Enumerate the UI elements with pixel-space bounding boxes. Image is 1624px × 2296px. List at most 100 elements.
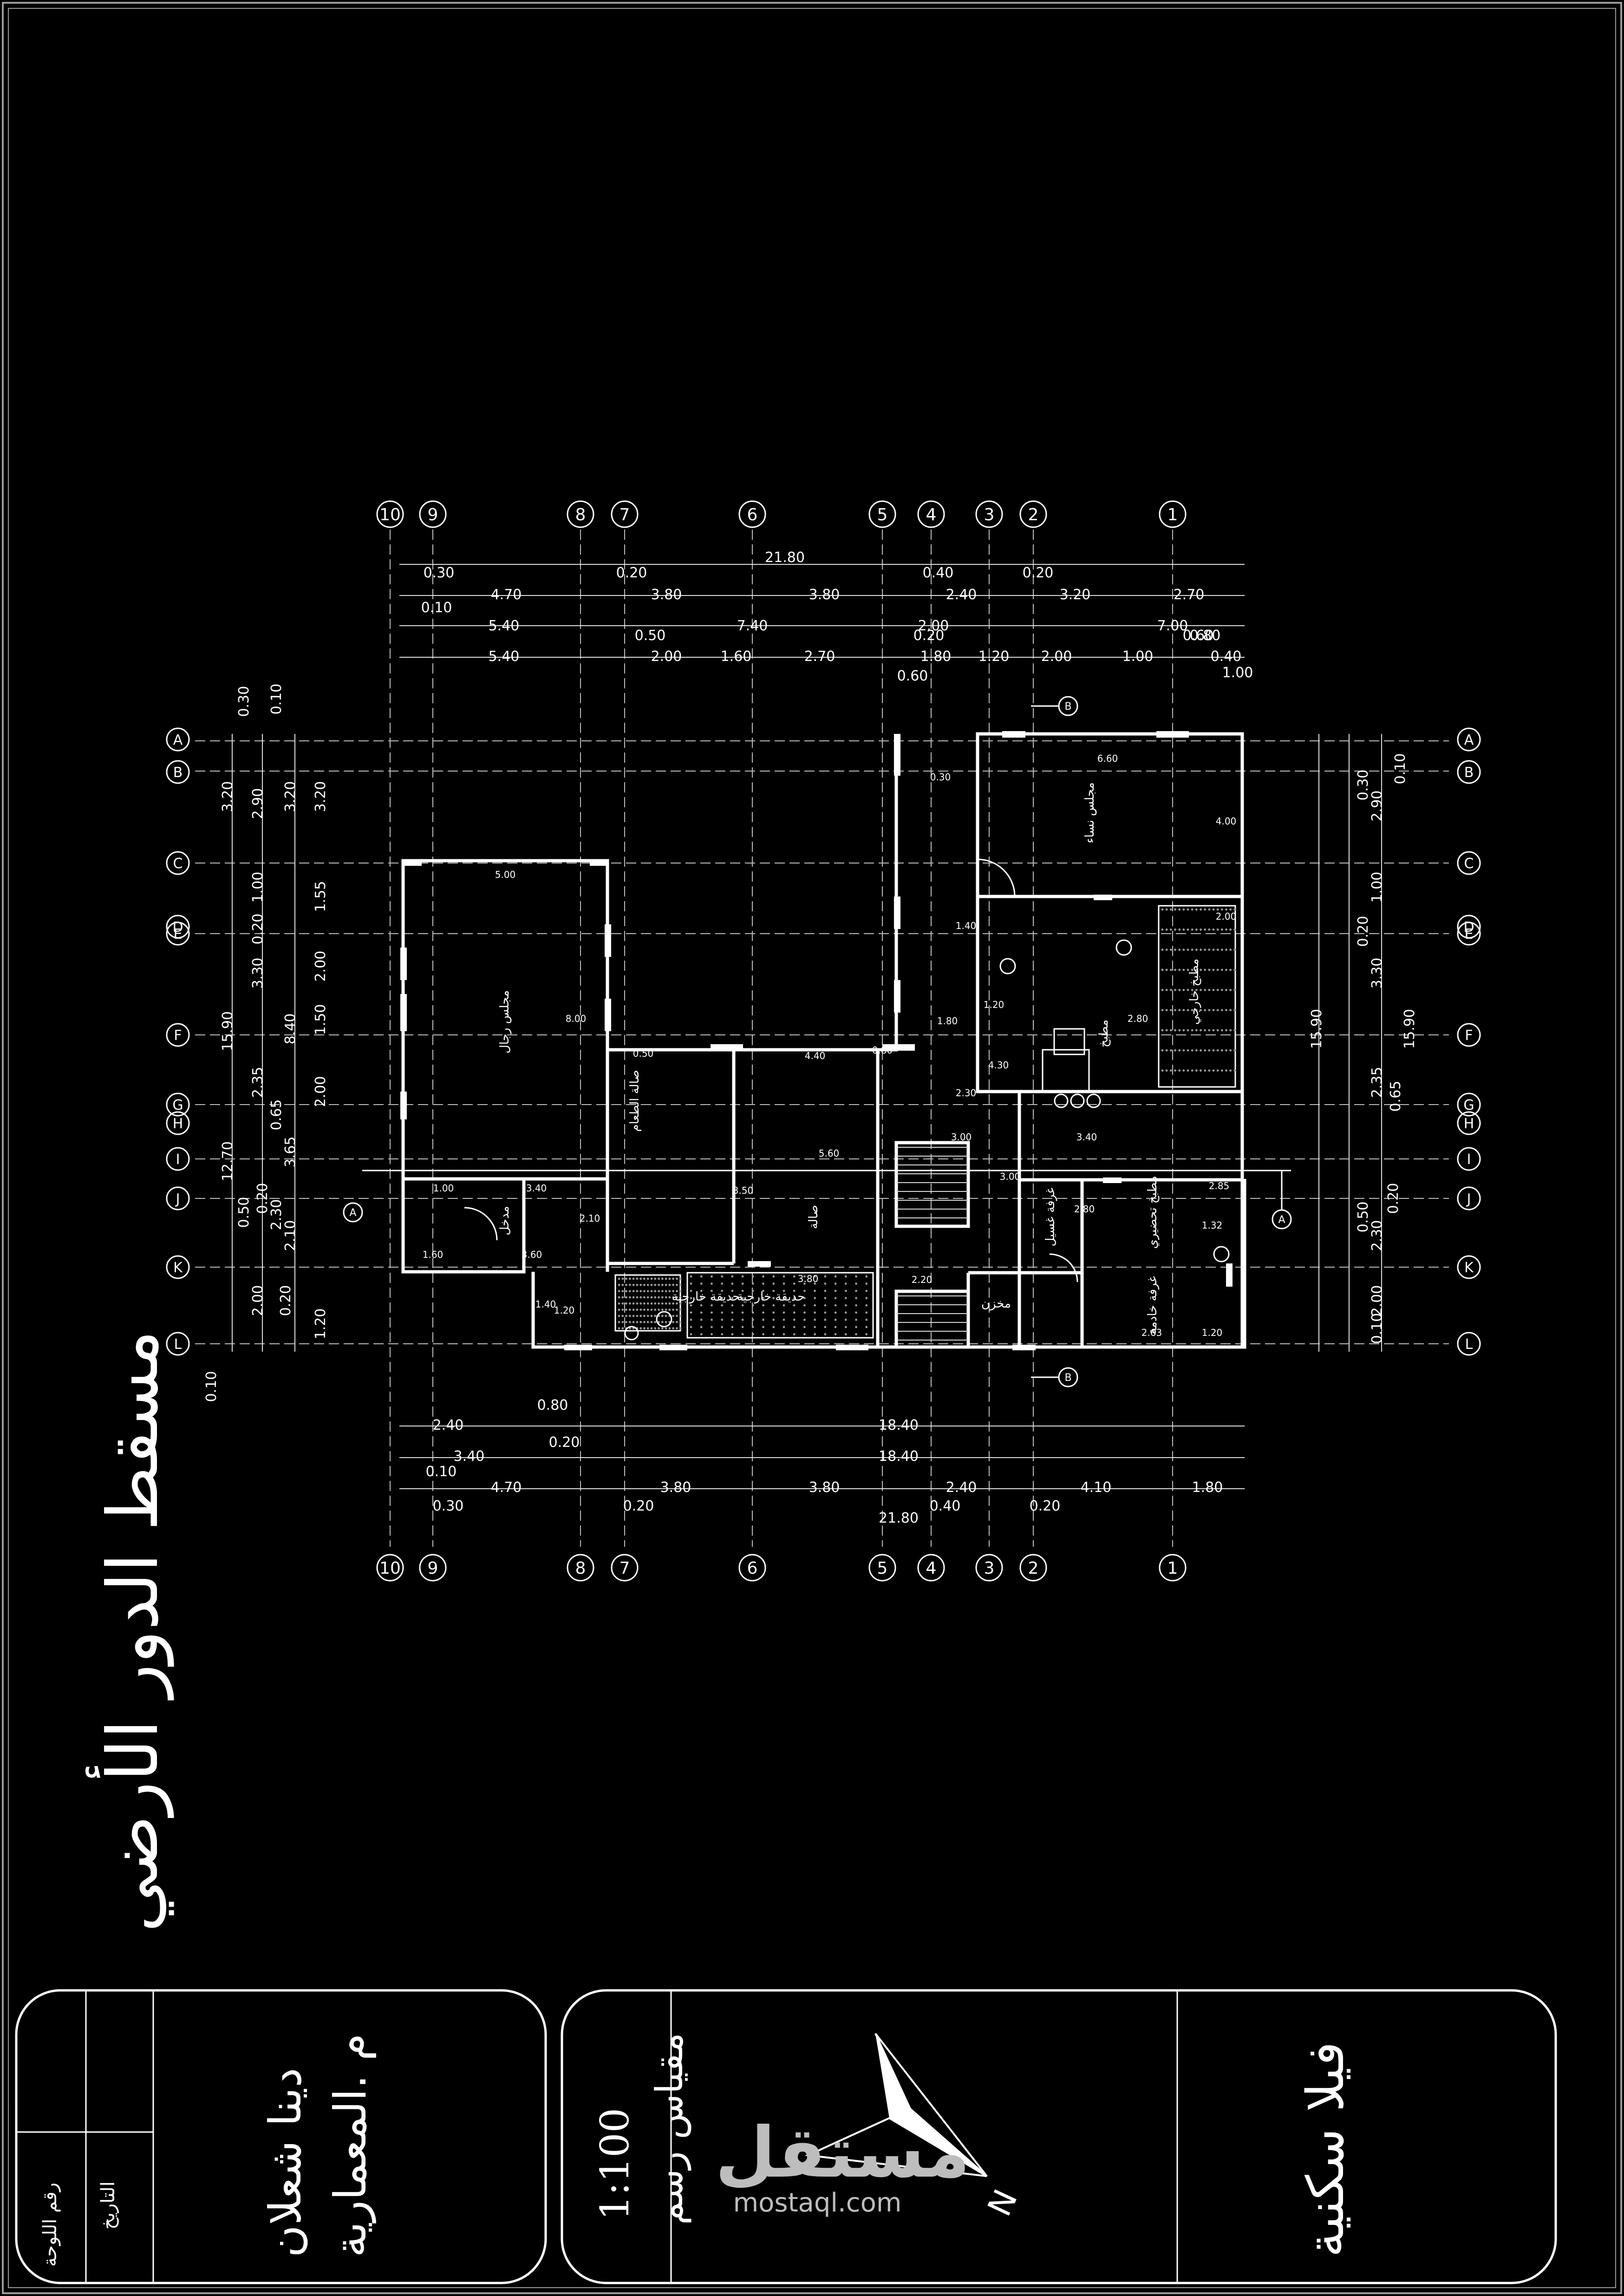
hatch-dot <box>643 1327 646 1330</box>
grid-bubble-label: 9 <box>428 1559 438 1578</box>
room-label: مدخل <box>498 1206 512 1235</box>
grid-bubble <box>917 1554 945 1582</box>
hatch-dot <box>1204 968 1207 971</box>
hatch-dot <box>711 1289 713 1292</box>
hatch-dot <box>793 1297 796 1300</box>
hatch-dot <box>1233 968 1236 971</box>
dimension-text: 0.30 <box>236 686 252 717</box>
hatch-dot <box>654 1277 657 1280</box>
sheet-inner-border <box>8 8 1616 2288</box>
room-label: حديقة خارجية <box>737 1290 805 1304</box>
dimension-text: 0.80 <box>537 1397 568 1413</box>
dimension-text: 7.40 <box>737 618 768 634</box>
dimension-text: 5.40 <box>489 618 520 634</box>
hatch-dot <box>643 1283 646 1286</box>
hatch-dot <box>665 1290 667 1293</box>
dimension-text: 0.10 <box>426 1464 457 1480</box>
hatch-dot <box>1204 1069 1207 1072</box>
hatch-dot <box>650 1296 653 1299</box>
hatch-dot <box>1182 1069 1185 1072</box>
grid-bubble <box>738 1554 766 1582</box>
hatch-dot <box>1195 1009 1198 1012</box>
stair-lower <box>894 1289 970 1349</box>
grid-bubble <box>1159 500 1187 528</box>
hatch-dot <box>762 1289 764 1292</box>
hatch-dot <box>700 1275 703 1278</box>
hatch-dot <box>668 1308 671 1311</box>
hatch-dot <box>1161 1029 1164 1032</box>
hatch-dot <box>855 1333 857 1335</box>
hatch-dot <box>650 1321 653 1323</box>
hatch-dot <box>661 1315 664 1317</box>
hatch-dot <box>646 1290 649 1293</box>
grid-bubble <box>166 851 190 875</box>
hatch-dot <box>632 1315 635 1317</box>
hatch-dot <box>672 1290 675 1293</box>
interior-dimension: 4.00 <box>1216 816 1237 827</box>
grid-bubble <box>166 1332 190 1356</box>
hatch-dot <box>1178 928 1181 931</box>
dimension-text: 0.40 <box>1211 648 1242 665</box>
hatch-dot <box>762 1282 764 1285</box>
hatch-dot <box>632 1302 635 1305</box>
dimension-text: 15.90 <box>220 1011 236 1051</box>
hatch-dot <box>824 1297 827 1300</box>
dimension-text: 2.90 <box>1369 791 1385 822</box>
dimension-text: 0.20 <box>250 914 266 945</box>
hatch-dot <box>639 1290 642 1293</box>
hatch-dot <box>865 1289 868 1292</box>
hatch-dot <box>844 1318 847 1321</box>
hatch-dot <box>772 1318 775 1321</box>
dimension-text: 3.20 <box>220 781 236 812</box>
hatch-dot <box>1174 948 1176 951</box>
grid-bubble <box>1019 500 1047 528</box>
sheet-title: مسقط الدور الأرضي <box>93 1330 174 1932</box>
hatch-dot <box>1161 1009 1164 1012</box>
hatch-dot <box>1178 948 1181 951</box>
dimension-text: 0.10 <box>268 684 285 715</box>
hatch-dot <box>625 1296 627 1299</box>
hatch-dot <box>751 1282 754 1285</box>
hatch-dot <box>1195 968 1198 971</box>
dimension-text: 1.20 <box>313 1308 329 1340</box>
grid-bubble-label: 8 <box>575 1559 586 1578</box>
wall-laundry-maid <box>1017 1178 1244 1349</box>
hatch-dot <box>661 1296 664 1299</box>
hatch-dot <box>793 1289 796 1292</box>
hatch-dot <box>690 1275 692 1278</box>
hatch-dot <box>676 1308 678 1311</box>
hatch-dot <box>1161 928 1164 931</box>
scale-label: مقياس رسم <box>648 2033 691 2225</box>
hatch-dot <box>628 1277 631 1280</box>
interior-dimension: 2.63 <box>1141 1327 1162 1338</box>
grid-bubble-label: 6 <box>747 505 758 524</box>
hatch-dot <box>1208 928 1211 931</box>
hatch-dot <box>762 1326 764 1328</box>
hatch-dot <box>639 1315 642 1317</box>
dimension-text: 2.40 <box>946 587 977 603</box>
hatch-dot <box>1212 928 1215 931</box>
hatch-dot <box>783 1318 785 1321</box>
wall-opening <box>403 859 422 866</box>
dimension-text: 2.00 <box>651 648 682 665</box>
hatch-dot <box>762 1275 764 1278</box>
interior-dimension: 5.00 <box>495 869 516 880</box>
hatch-dot <box>1161 1069 1164 1072</box>
dimension-text: 3.20 <box>313 781 329 812</box>
hatch-dot <box>646 1302 649 1305</box>
hatch-dot <box>1169 908 1172 911</box>
hatch-dot <box>844 1311 847 1314</box>
interior-dimension: 1.80 <box>937 1015 958 1027</box>
hatch-dot <box>628 1308 631 1311</box>
hatch-dot <box>731 1289 734 1292</box>
grid-bubble-label: 1 <box>1167 1559 1178 1578</box>
dimension-text: 21.80 <box>765 549 805 566</box>
hatch-dot <box>741 1304 744 1307</box>
interior-dimension: 3.60 <box>522 1249 542 1260</box>
grid-bubble <box>868 500 896 528</box>
hatch-dot <box>721 1304 724 1307</box>
hatch-dot <box>731 1275 734 1278</box>
hatch-dot <box>1178 908 1181 911</box>
